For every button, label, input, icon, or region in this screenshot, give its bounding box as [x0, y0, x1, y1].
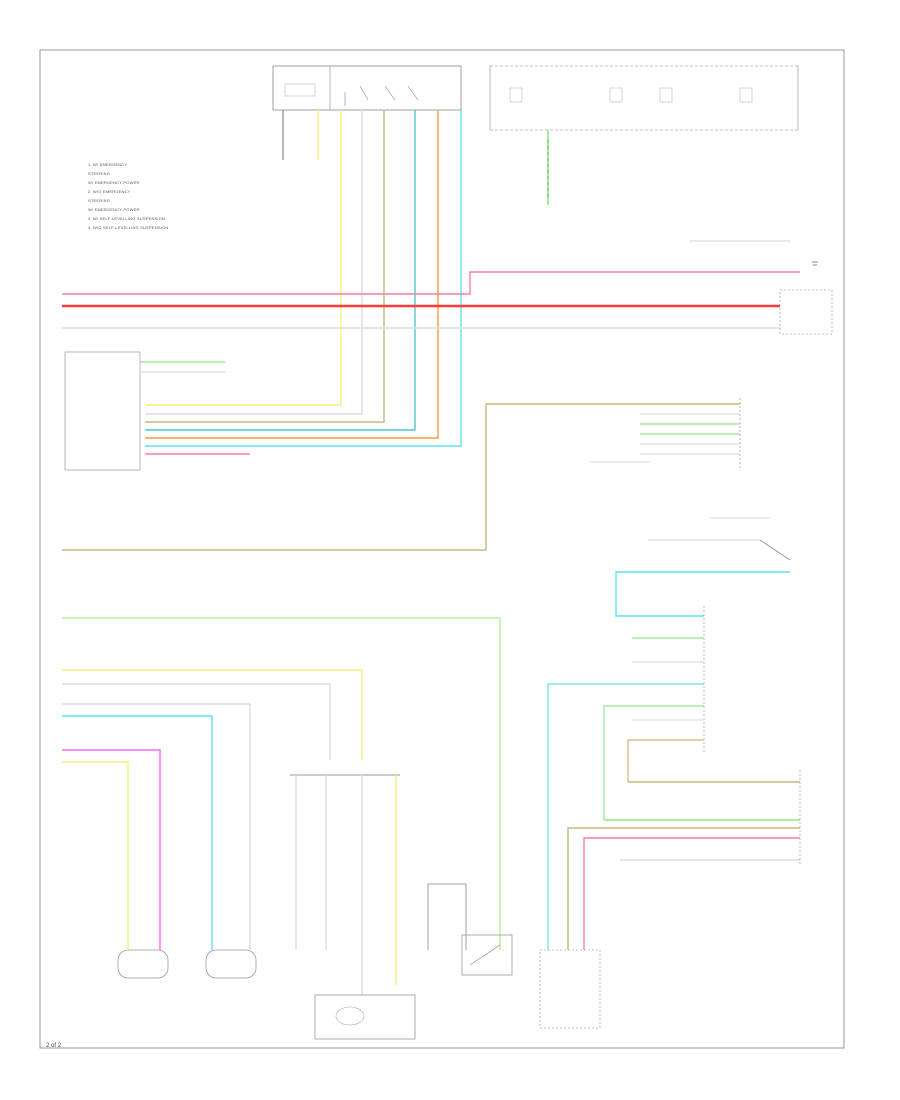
lower-left-wires: [62, 669, 400, 995]
bottom-module-center: [314, 994, 416, 1040]
page-reference: 2 of 2: [46, 1043, 62, 1049]
lower-right-harness: [567, 770, 801, 950]
left-control-module: [64, 351, 225, 471]
note-item: W/ EMERGENCY POWER: [88, 207, 140, 212]
lightgreen-long-wire: [62, 617, 501, 950]
main-bus-lines: [62, 271, 800, 329]
note-item: STEERING: [88, 198, 111, 203]
ground-symbol: [812, 261, 818, 266]
right-mid-pin-block: [590, 398, 741, 470]
bottom-connector-right: [539, 949, 601, 1029]
upper-right-small-wires: [648, 240, 791, 561]
note-item: 1. W/ EMERGENCY: [88, 162, 128, 167]
note-item: W/ EMERGENCY POWER: [88, 180, 140, 185]
tan-signal-wire: [62, 403, 740, 551]
right-bus-connector: [779, 289, 833, 335]
note-item: STEERING: [88, 171, 111, 176]
right-lower-module: [547, 606, 705, 950]
cyan-wire-right: [615, 571, 790, 617]
note-item: 4. W/O SELF-LEVELLING SUSPENSION: [88, 225, 169, 230]
top-center-switch-box: [272, 65, 462, 111]
bottom-sensor-left: [117, 949, 257, 979]
note-item: 3. W/ SELF-LEVELLING SUSPENSION: [88, 216, 166, 221]
bottom-switch-right: [427, 883, 513, 976]
note-item: 2. W/O EMERGENCY: [88, 189, 131, 194]
diagram-border: [39, 49, 845, 1049]
top-right-connector-box: [489, 65, 799, 131]
option-notes: 1. W/ EMERGENCY STEERING W/ EMERGENCY PO…: [88, 160, 168, 232]
top-switch-wires: [145, 110, 462, 455]
